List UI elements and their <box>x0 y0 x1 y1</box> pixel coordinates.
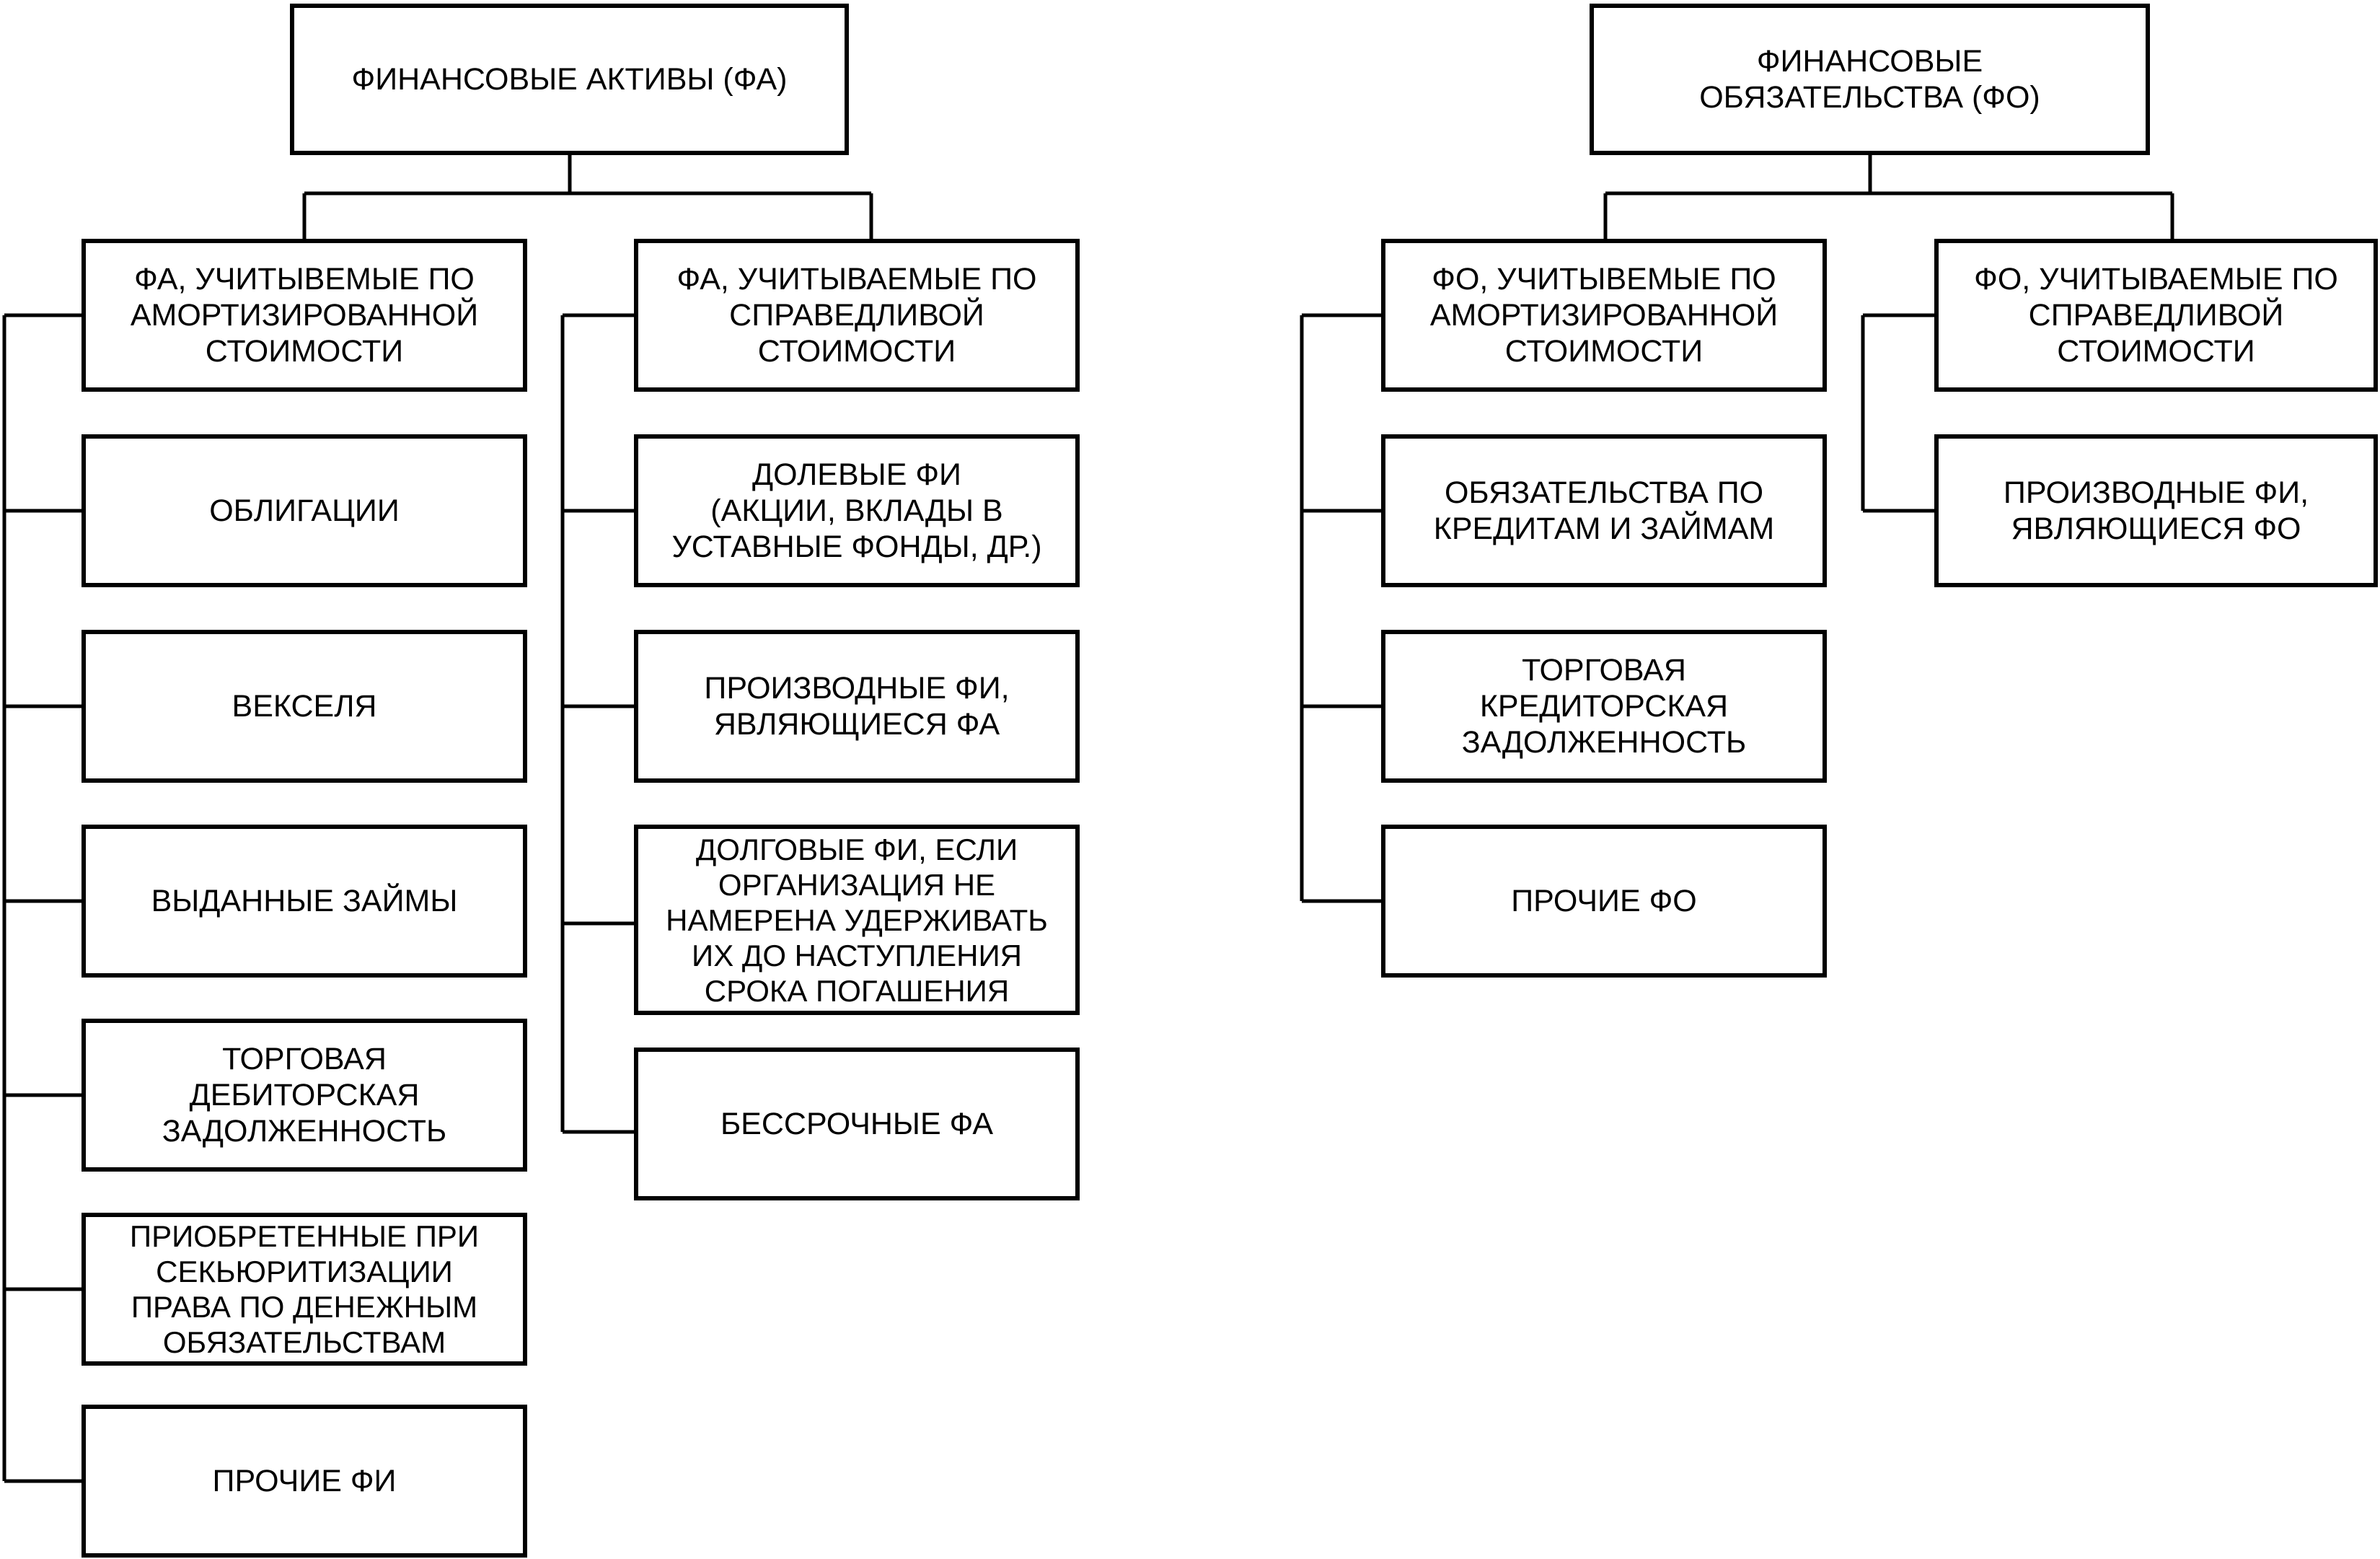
assets-fair-header: ФА, УЧИТЫВАЕМЫЕ ПО СПРАВЕДЛИВОЙ СТОИМОСТ… <box>634 239 1080 392</box>
liability-item-trade-payables: ТОРГОВАЯ КРЕДИТОРСКАЯ ЗАДОЛЖЕННОСТЬ <box>1381 630 1827 783</box>
asset-item-bills: ВЕКСЕЛЯ <box>81 630 527 783</box>
asset-item-trade-receivables: ТОРГОВАЯ ДЕБИТОРСКАЯ ЗАДОЛЖЕННОСТЬ <box>81 1019 527 1172</box>
liabilities-root-box: ФИНАНСОВЫЕ ОБЯЗАТЕЛЬСТВА (ФО) <box>1590 4 2150 155</box>
liability-item-credits-loans: ОБЯЗАТЕЛЬСТВА ПО КРЕДИТАМ И ЗАЙМАМ <box>1381 434 1827 587</box>
asset-item-bonds: ОБЛИГАЦИИ <box>81 434 527 587</box>
asset-item-derivatives: ПРОИЗВОДНЫЕ ФИ, ЯВЛЯЮЩИЕСЯ ФА <box>634 630 1080 783</box>
liability-item-other: ПРОЧИЕ ФО <box>1381 825 1827 978</box>
asset-item-perpetual: БЕССРОЧНЫЕ ФА <box>634 1048 1080 1200</box>
asset-item-equity: ДОЛЕВЫЕ ФИ (АКЦИИ, ВКЛАДЫ В УСТАВНЫЕ ФОН… <box>634 434 1080 587</box>
assets-amortized-header: ФА, УЧИТЫВЕМЫЕ ПО АМОРТИЗИРОВАННОЙ СТОИМ… <box>81 239 527 392</box>
asset-item-debt-not-held: ДОЛГОВЫЕ ФИ, ЕСЛИ ОРГАНИЗАЦИЯ НЕ НАМЕРЕН… <box>634 825 1080 1015</box>
liabilities-fair-header: ФО, УЧИТЫВАЕМЫЕ ПО СПРАВЕДЛИВОЙ СТОИМОСТ… <box>1934 239 2378 392</box>
asset-item-other: ПРОЧИЕ ФИ <box>81 1405 527 1558</box>
asset-item-securitization-rights: ПРИОБРЕТЕННЫЕ ПРИ СЕКЬЮРИТИЗАЦИИ ПРАВА П… <box>81 1213 527 1366</box>
liabilities-amortized-header: ФО, УЧИТЫВЕМЫЕ ПО АМОРТИЗИРОВАННОЙ СТОИМ… <box>1381 239 1827 392</box>
liability-item-derivatives: ПРОИЗВОДНЫЕ ФИ, ЯВЛЯЮЩИЕСЯ ФО <box>1934 434 2378 587</box>
asset-item-loans-issued: ВЫДАННЫЕ ЗАЙМЫ <box>81 825 527 978</box>
assets-root-box: ФИНАНСОВЫЕ АКТИВЫ (ФА) <box>290 4 849 155</box>
